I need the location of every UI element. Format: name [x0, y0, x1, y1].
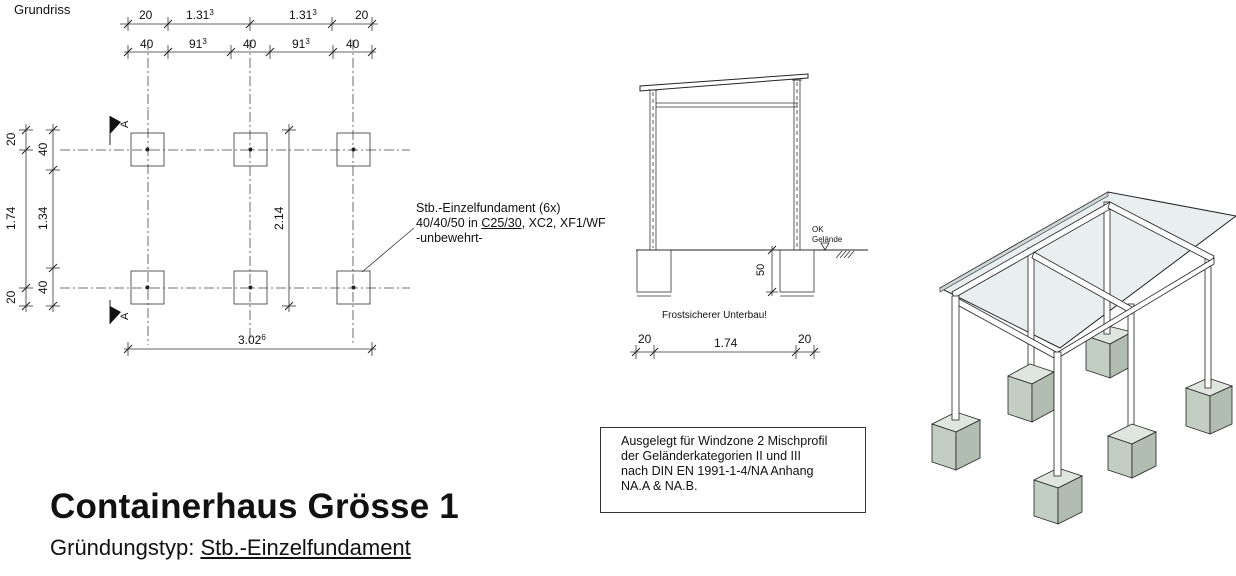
info-line: der Geländerkategorien II und III [621, 449, 801, 463]
dim-top-outer-3: 1.313 [289, 8, 317, 22]
dim-left-outer-1: 20 [4, 132, 18, 146]
dim-section-bottom-1: 20 [638, 332, 652, 346]
plan-footing [233, 132, 268, 167]
dim-bottom-label: 3.026 [238, 333, 266, 347]
dim-section-bottom-3: 20 [798, 332, 812, 346]
isometric-view [930, 191, 1236, 525]
dim-top-inner-2: 913 [189, 37, 207, 51]
section-view: OK Gelände 50 [630, 73, 868, 359]
dim-top-inner-5: 40 [346, 37, 360, 51]
dim-footing-depth: 50 [755, 245, 778, 297]
iso-footing [1032, 467, 1084, 525]
callout-line-1: Stb.-Einzelfundament (6x) [416, 201, 561, 215]
plan-label: Grundriss [14, 2, 71, 17]
svg-text:A: A [119, 120, 131, 128]
iso-post [951, 295, 1062, 477]
dim-left-inner-2: 1.34 [36, 206, 50, 230]
dim-top-inner-4: 913 [292, 37, 310, 51]
foundation-type: Stb.-Einzelfundament [200, 535, 411, 560]
dim-left-inner-3: 40 [36, 280, 50, 294]
plan-footing [130, 270, 165, 305]
plan-footing [233, 270, 268, 305]
dim-left-outer-2: 1.74 [4, 206, 18, 230]
subtitle-prefix: Gründungstyp: [50, 535, 201, 560]
iso-footing [930, 411, 982, 471]
page-subtitle: Gründungstyp: Stb.-Einzelfundament [50, 535, 411, 561]
dim-inner-vertical: 2.14 [272, 124, 296, 312]
dim-top-outer-1: 20 [139, 8, 153, 22]
ground-label-gelaende: Gelände [812, 235, 843, 244]
dim-left-outer: 20 1.74 20 [4, 124, 33, 312]
dim-top-outer-4: 20 [355, 8, 369, 22]
info-box: Ausgelegt für Windzone 2 Mischprofil der… [600, 427, 866, 513]
plan-footing [130, 132, 165, 167]
iso-footing [1106, 423, 1158, 479]
info-line: Ausgelegt für Windzone 2 Mischprofil [621, 434, 828, 448]
info-line: nach DIN EN 1991-1-4/NA Anhang [621, 464, 814, 478]
section-posts [648, 79, 802, 251]
svg-text:50: 50 [755, 264, 767, 276]
dim-top-inner: 40 913 40 913 40 [123, 37, 377, 59]
dim-section-bottom-2: 1.74 [714, 336, 738, 350]
callout-leader [361, 227, 415, 273]
section-footings [636, 249, 815, 297]
plan-axis-lines [60, 40, 410, 345]
ground-label-ok: OK [812, 225, 824, 234]
dim-section-bottom: 20 1.74 20 [630, 332, 820, 359]
page-title: Containerhaus Grösse 1 [50, 487, 459, 526]
floor-plan: 20 1.313 1.313 20 40 913 40 913 40 [4, 8, 415, 356]
dim-bottom: 3.026 [123, 333, 377, 356]
section-note: Frostsicherer Unterbau! [662, 310, 768, 321]
dim-top-inner-3: 40 [243, 37, 257, 51]
section-marker-top: A [109, 116, 131, 145]
footing-callout: Stb.-Einzelfundament (6x) 40/40/50 in C2… [416, 201, 606, 246]
callout-line-3: -unbewehrt- [416, 231, 483, 245]
callout-line-2: 40/40/50 in C25/30, XC2, XF1/WF [416, 216, 606, 230]
iso-beams [951, 201, 1215, 359]
section-marker-bottom: A [109, 300, 131, 324]
plan-footing [336, 132, 371, 167]
plan-footing [336, 270, 371, 305]
concrete-class: C25/30, [481, 216, 526, 230]
dim-top-inner-1: 40 [140, 37, 154, 51]
ground-hatch [835, 250, 855, 259]
info-line: NA.A & NA.B. [621, 479, 698, 493]
svg-text:A: A [119, 312, 131, 320]
dim-left-outer-3: 20 [4, 290, 18, 304]
plan-footings [130, 132, 371, 305]
dim-top-outer-2: 1.313 [186, 8, 214, 22]
dim-left-inner: 40 1.34 40 [36, 124, 60, 312]
dim-inner-vertical-label: 2.14 [272, 206, 286, 230]
dim-top-outer: 20 1.313 1.313 20 [120, 8, 378, 31]
iso-footing [1007, 363, 1055, 423]
dim-left-inner-1: 40 [36, 142, 50, 156]
section-roof [639, 73, 809, 108]
